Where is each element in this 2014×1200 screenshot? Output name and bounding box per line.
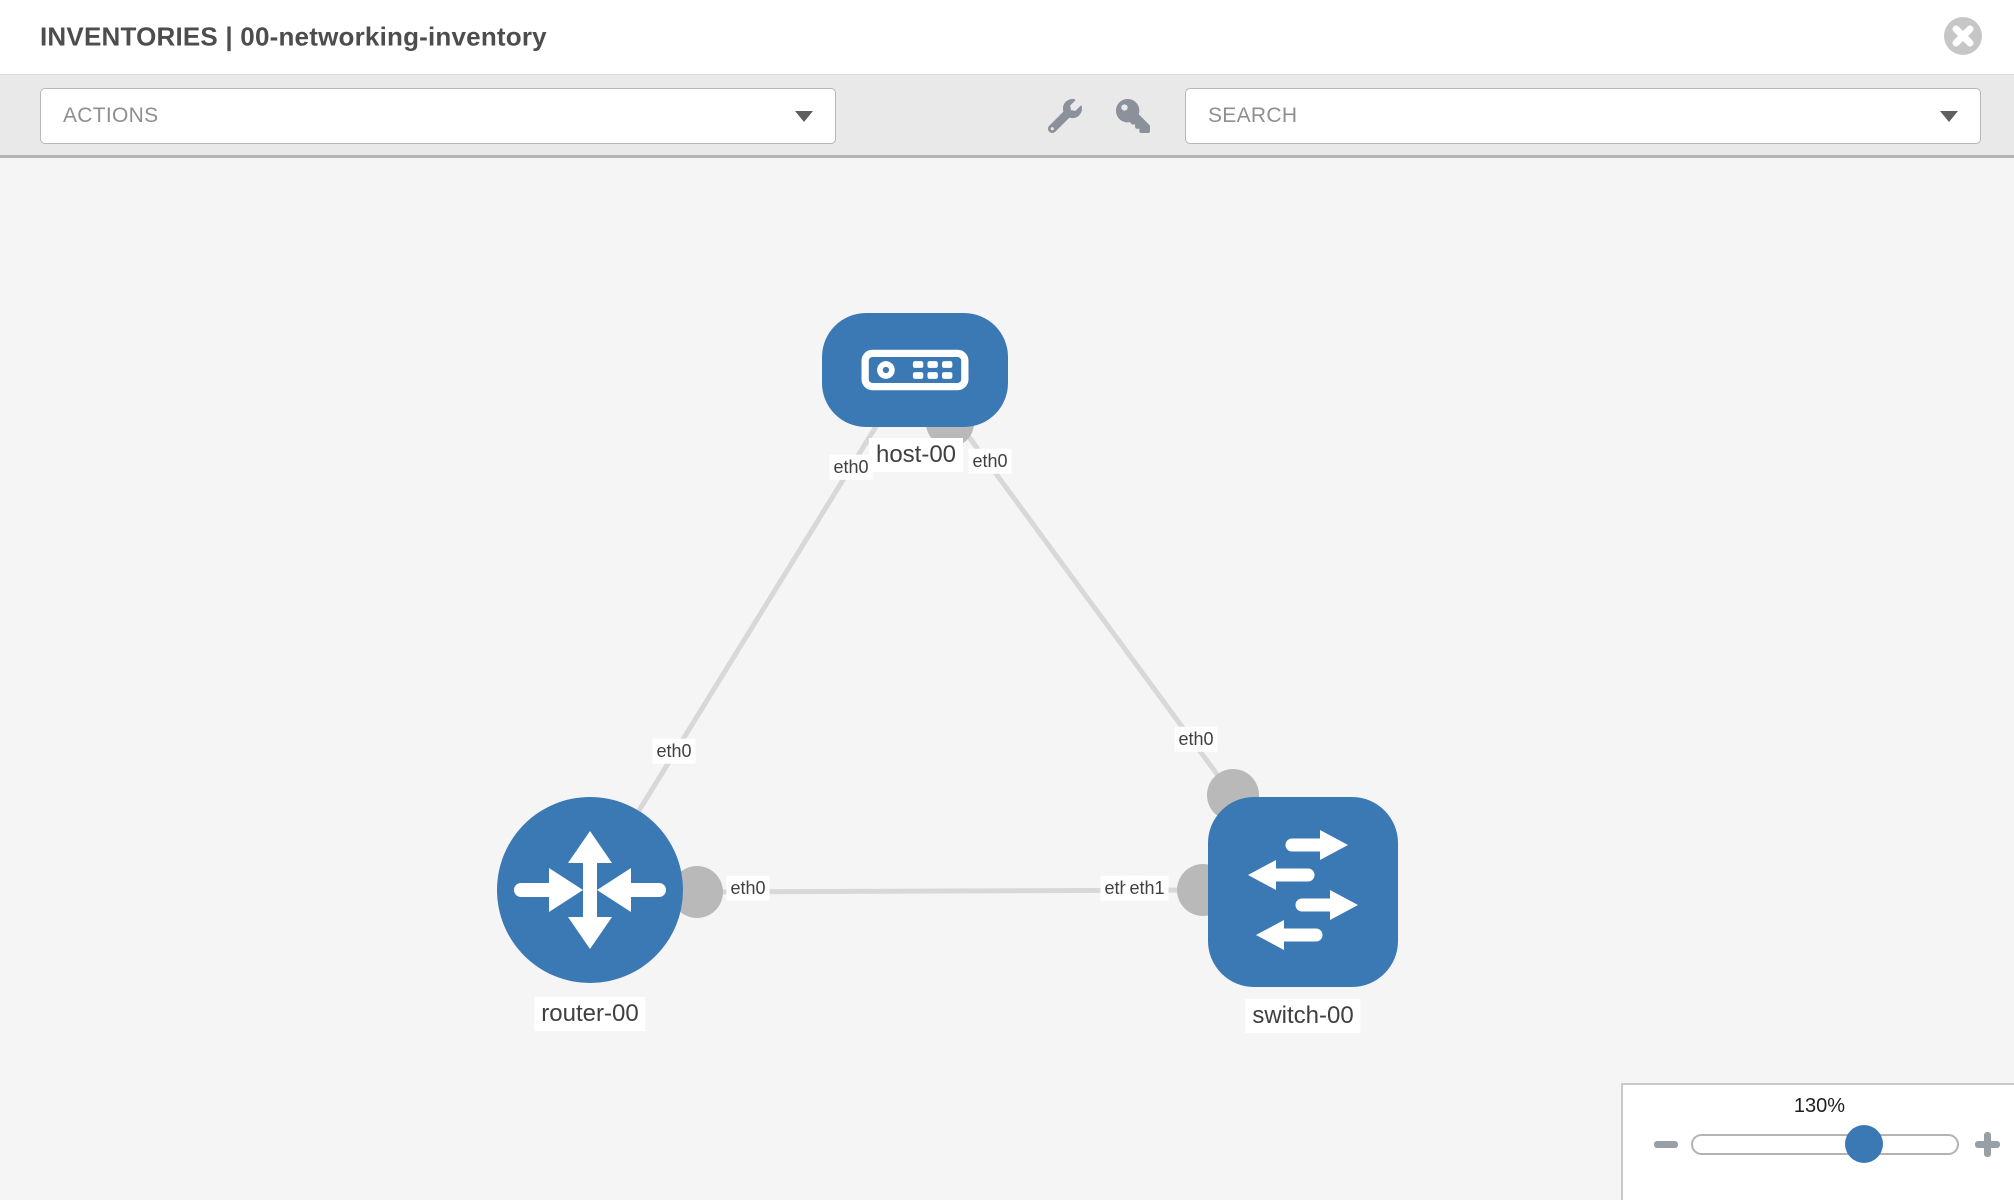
host-icon — [861, 349, 969, 391]
port-router-right[interactable] — [671, 866, 723, 918]
router-icon — [514, 831, 666, 949]
topology-links-layer — [587, 399, 1259, 918]
toolbar: ACTIONS SEARCH — [0, 74, 2014, 158]
actions-dropdown-label: ACTIONS — [63, 104, 159, 127]
zoom-in-button[interactable] — [1975, 1132, 2000, 1157]
switch-icon — [1248, 830, 1358, 950]
zoom-slider-thumb[interactable] — [1845, 1125, 1883, 1163]
node-host-00[interactable] — [822, 313, 1008, 427]
node-label-host-00: host-00 — [868, 438, 964, 472]
close-icon — [1944, 17, 1982, 55]
node-switch-00[interactable] — [1208, 797, 1398, 987]
node-label-switch-00: switch-00 — [1245, 999, 1361, 1033]
close-button[interactable] — [1943, 16, 1983, 56]
topology-canvas[interactable]: eth0 eth0 eth0 eth0 eth0 eth0 eth1 host-… — [0, 158, 2014, 1200]
zoom-level: 130% — [1793, 1095, 1846, 1117]
chevron-down-icon — [795, 111, 813, 122]
interface-label: eth0 — [1174, 726, 1218, 752]
interface-label: eth0 — [968, 448, 1012, 474]
header: INVENTORIES | 00-networking-inventory — [0, 0, 2014, 74]
search-dropdown-label: SEARCH — [1208, 104, 1298, 127]
zoom-slider-track[interactable] — [1691, 1134, 1959, 1155]
interface-label: eth0 — [652, 738, 696, 764]
configure-button[interactable] — [1047, 99, 1082, 134]
interface-label: eth0 — [829, 454, 873, 480]
chevron-down-icon — [1940, 111, 1958, 122]
zoom-control-panel: 130% — [1621, 1083, 2014, 1200]
actions-dropdown[interactable]: ACTIONS — [40, 88, 836, 144]
page-title: INVENTORIES | 00-networking-inventory — [40, 21, 547, 52]
node-label-router-00: router-00 — [534, 997, 646, 1031]
wrench-icon — [1047, 99, 1082, 134]
credentials-button[interactable] — [1116, 99, 1150, 133]
key-icon — [1116, 99, 1150, 133]
interface-label: eth0 — [726, 875, 770, 901]
zoom-out-button[interactable] — [1654, 1141, 1678, 1148]
plus-icon — [1984, 1132, 1991, 1157]
interface-label: eth1 — [1125, 875, 1169, 901]
search-dropdown[interactable]: SEARCH — [1185, 88, 1981, 144]
node-router-00[interactable] — [497, 797, 683, 983]
